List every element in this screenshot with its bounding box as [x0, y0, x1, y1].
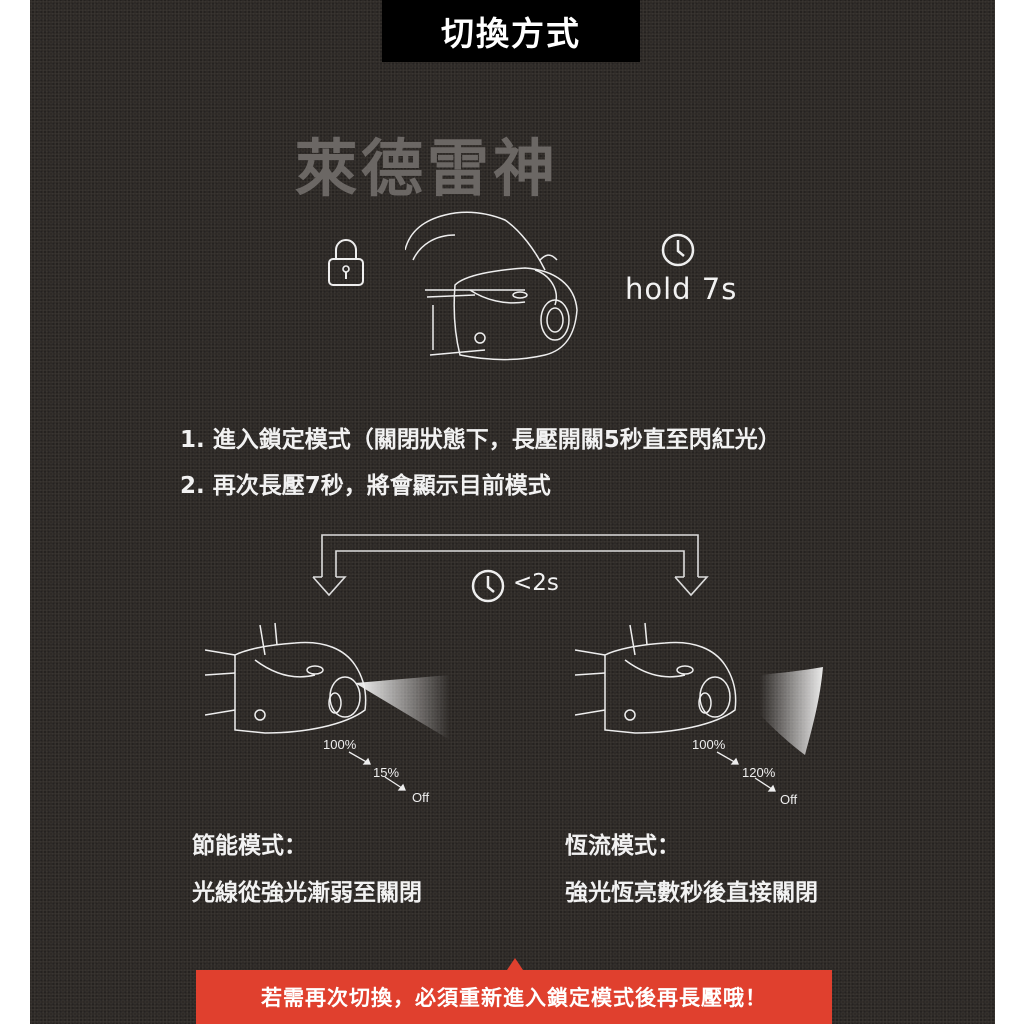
banner-pointer [507, 958, 523, 970]
page-title: 切換方式 [382, 0, 640, 62]
eco-sequence-3: Off [412, 790, 430, 805]
constant-mode-title: 恆流模式： [565, 833, 680, 859]
page-title-text: 切換方式 [441, 14, 581, 53]
background-panel [30, 0, 995, 1024]
sequence-arrows [716, 751, 776, 792]
headlamp-constant-mode-illustration [575, 622, 823, 755]
sequence-arrows [348, 751, 406, 791]
headlamp-eco-mode-illustration [205, 622, 450, 740]
instruction-step-2: 2. 再次長壓7秒，將會顯示目前模式 [180, 473, 551, 499]
constant-sequence-1: 100% [692, 737, 726, 752]
instruction-step-1: 1. 進入鎖定模式（關閉狀態下，長壓開關5秒直至閃紅光） [180, 427, 781, 453]
constant-mode-description: 強光恆亮數秒後直接關閉 [565, 880, 818, 906]
eco-mode-description: 光線從強光漸弱至關閉 [192, 880, 422, 906]
clock-icon [661, 233, 695, 267]
brand-watermark: 萊德雷神 [295, 132, 560, 205]
lock-icon [328, 239, 364, 286]
hold-duration-label: hold 7s [625, 272, 738, 306]
constant-sequence-2: 120% [742, 765, 776, 780]
warning-banner-text: 若需再次切換，必須重新進入鎖定模式後再長壓哦！ [261, 986, 767, 1010]
eco-mode-title: 節能模式： [192, 833, 307, 859]
eco-sequence-2: 15% [373, 765, 400, 780]
hand-pressing-headlamp-illustration [405, 211, 578, 361]
eco-sequence-1: 100% [323, 737, 357, 752]
switch-interval-label: <2s [513, 570, 559, 596]
switch-arrow-diagram [312, 534, 709, 597]
constant-sequence-3: Off [780, 792, 798, 807]
warning-banner: 若需再次切換，必須重新進入鎖定模式後再長壓哦！ [196, 970, 832, 1024]
clock-icon [471, 569, 505, 603]
